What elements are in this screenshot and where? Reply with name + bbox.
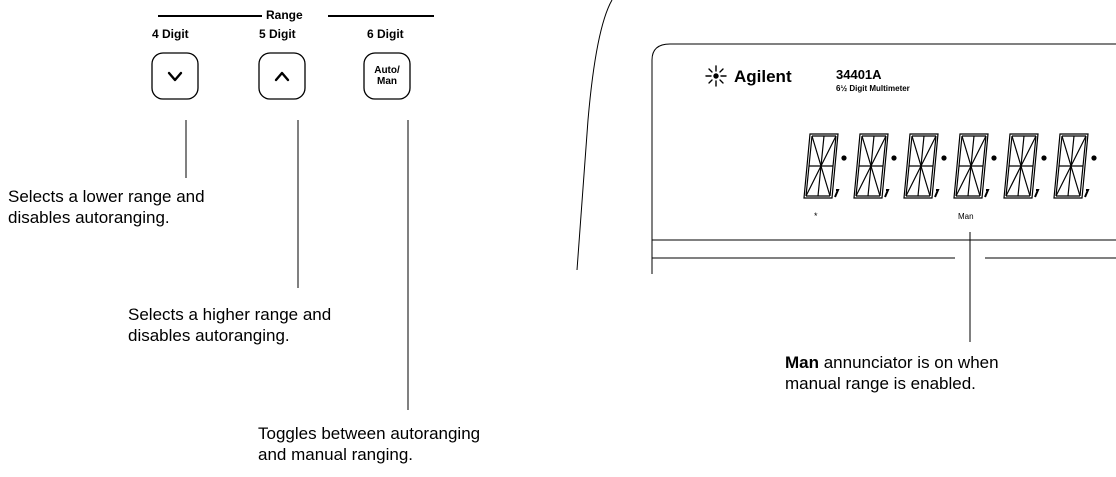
digit-outline <box>953 133 989 199</box>
display-frame-top <box>651 43 1116 73</box>
digit-segment <box>811 135 822 167</box>
digit-segment <box>1061 135 1072 167</box>
digit-segment <box>820 165 831 197</box>
digit-decimal-point <box>1041 155 1047 161</box>
digit-label-5: 5 Digit <box>259 27 296 41</box>
annunciator-man: Man <box>958 212 974 221</box>
digit-outline <box>803 133 839 199</box>
auto-man-key <box>363 52 411 100</box>
range-down-button[interactable] <box>152 53 198 99</box>
digit-comma <box>1084 189 1090 198</box>
display-digit <box>1003 133 1047 199</box>
digit-segment <box>920 135 937 167</box>
digit-outline <box>1053 133 1089 199</box>
instrument-outline <box>576 0 613 271</box>
digit-segment <box>955 165 972 197</box>
digit-segment <box>1070 135 1087 167</box>
display-digit <box>903 133 947 199</box>
digit-decimal-point <box>841 155 847 161</box>
range-down-key <box>151 52 199 100</box>
digit-segment <box>870 135 887 167</box>
display-digit <box>1053 133 1097 199</box>
digit-comma <box>1034 189 1040 198</box>
digit-segment <box>970 135 987 167</box>
agilent-logo-icon <box>705 65 727 87</box>
callout-man-rest: annunciator is on when <box>819 353 999 372</box>
callout-down-line1: Selects a lower range and <box>8 187 205 206</box>
segment-display <box>803 133 1097 199</box>
callout-auto-line2: and manual ranging. <box>258 445 414 464</box>
auto-man-key-label-line2: Man <box>377 76 397 87</box>
callout-auto-line1: Toggles between autoranging <box>258 424 481 443</box>
digit-decimal-point <box>941 155 947 161</box>
digit-comma <box>984 189 990 198</box>
digit-segment <box>820 135 837 167</box>
callout-up-line1: Selects a higher range and <box>128 305 332 324</box>
auto-man-button[interactable]: Auto/ Man <box>364 53 410 99</box>
digit-segment <box>920 165 931 197</box>
digit-segment <box>870 165 881 197</box>
model-subtitle: 6½ Digit Multimeter <box>836 84 910 93</box>
digit-segment <box>911 135 922 167</box>
brand-name: Agilent <box>734 67 792 86</box>
digit-decimal-point <box>991 155 997 161</box>
digit-segment <box>970 165 981 197</box>
chevron-down-icon <box>167 71 183 82</box>
digit-segment <box>1020 135 1037 167</box>
digit-segment <box>1055 165 1072 197</box>
digit-segment <box>855 165 872 197</box>
digit-label-6: 6 Digit <box>367 27 404 41</box>
range-up-key <box>258 52 306 100</box>
callout-man-line1: Man annunciator is on when <box>785 352 999 373</box>
chevron-up-icon <box>274 71 290 82</box>
callout-up: Selects a higher range and disables auto… <box>128 304 331 346</box>
digit-segment <box>1005 165 1022 197</box>
digit-segment <box>805 165 822 197</box>
digit-segment <box>1011 135 1022 167</box>
callout-man: Man annunciator is on when manual range … <box>785 352 999 394</box>
digit-segment <box>961 135 972 167</box>
digit-decimal-point <box>1091 155 1097 161</box>
callout-man-bold: Man <box>785 353 819 372</box>
digit-segment <box>905 165 922 197</box>
digit-outline <box>853 133 889 199</box>
callout-auto: Toggles between autoranging and manual r… <box>258 423 480 465</box>
annunciator-star: * <box>814 211 818 221</box>
digit-comma <box>934 189 940 198</box>
digit-segment <box>1070 165 1081 197</box>
digit-segment <box>861 135 872 167</box>
digit-outline <box>903 133 939 199</box>
range-label: Range <box>266 8 303 22</box>
callout-man-line2: manual range is enabled. <box>785 374 976 393</box>
digit-decimal-point <box>891 155 897 161</box>
digit-segment <box>1020 165 1031 197</box>
callout-down-line2: disables autoranging. <box>8 208 170 227</box>
callout-up-line2: disables autoranging. <box>128 326 290 345</box>
digit-comma <box>884 189 890 198</box>
digit-outline <box>1003 133 1039 199</box>
display-digit <box>853 133 897 199</box>
digit-label-4: 4 Digit <box>152 27 189 41</box>
display-digit <box>803 133 847 199</box>
display-digit <box>953 133 997 199</box>
auto-man-key-label-line1: Auto/ <box>374 65 400 76</box>
range-up-button[interactable] <box>259 53 305 99</box>
callout-down: Selects a lower range and disables autor… <box>8 186 205 228</box>
digit-comma <box>834 189 840 198</box>
model-number: 34401A <box>836 67 882 82</box>
